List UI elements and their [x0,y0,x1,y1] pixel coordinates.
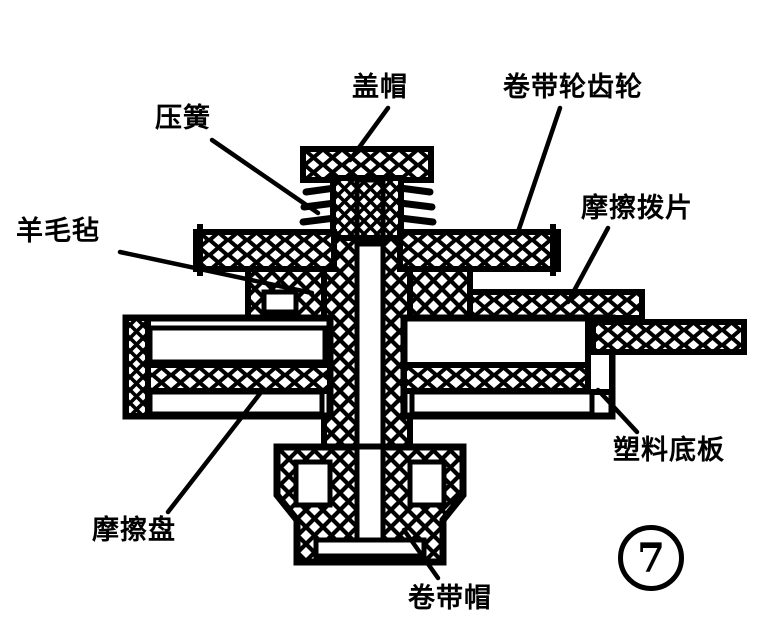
leader-friction-disc [165,388,265,515]
leader-pressure-spring [209,137,321,216]
label-friction-paddle: 摩擦拨片 [581,193,693,224]
leader-plastic-base-plate [595,387,640,435]
label-cap: 盖帽 [352,72,408,103]
label-friction-disc: 摩擦盘 [92,515,176,546]
leader-tape-reel-gear [515,105,563,235]
label-tape-reel-cap: 卷带帽 [408,583,492,614]
leader-cap [347,105,391,163]
tape-reel-gear-part [193,224,561,276]
friction-paddle-part [467,289,645,321]
label-wool-felt: 羊毛毡 [16,216,100,247]
drawing-geometry [117,105,747,581]
label-tape-reel-gear: 卷带轮齿轮 [503,72,643,103]
label-pressure-spring: 压簧 [155,103,211,134]
leader-friction-paddle [565,225,611,305]
leader-wool-felt [117,249,315,296]
leader-lines [117,105,640,581]
figure-number-badge: 7 [618,525,684,591]
friction-disc-part [147,325,595,417]
tape-reel-cap-part [273,443,467,566]
leader-tape-reel-cap [401,527,441,581]
label-plastic-base-plate: 塑料底板 [613,435,725,466]
